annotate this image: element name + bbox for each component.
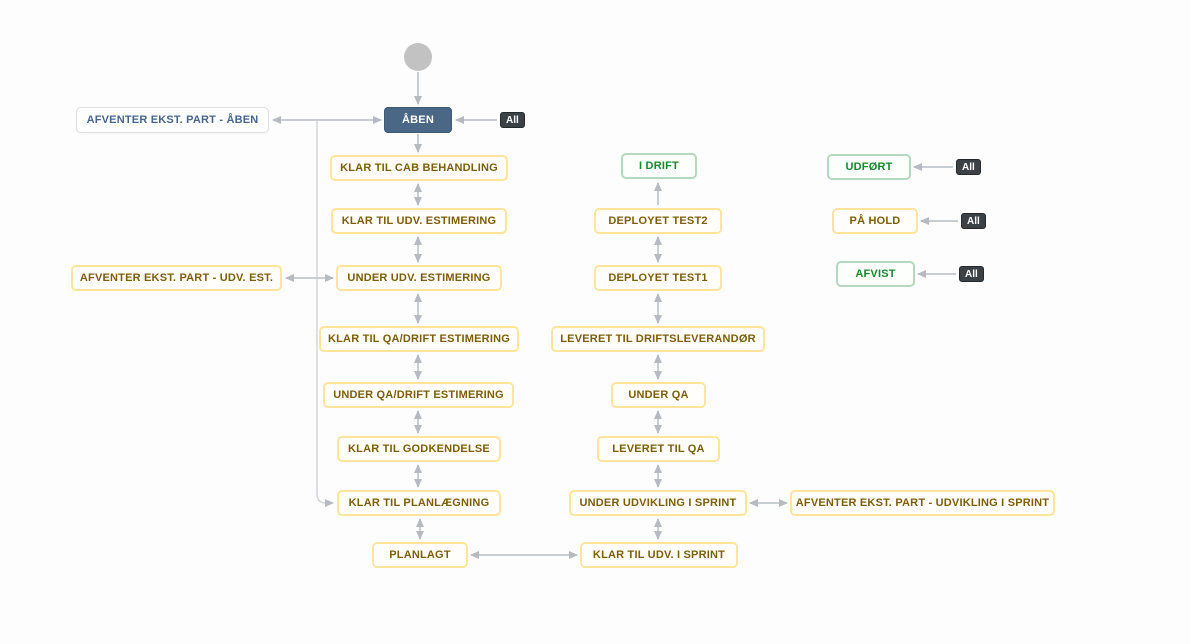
arrow-aaben-to-planlaegning — [316, 121, 334, 507]
status-planlagt[interactable]: PLANLAGT — [372, 542, 468, 568]
status-afventer-ekst-part-udvikling-i-sprint[interactable]: AFVENTER EKST. PART - UDVIKLING I SPRINT — [790, 490, 1055, 516]
all-transition-badge-paahold[interactable]: All — [961, 213, 986, 229]
status-paa-hold[interactable]: PÅ HOLD — [832, 208, 918, 234]
status-under-udvikling-i-sprint[interactable]: UNDER UDVIKLING I SPRINT — [569, 490, 747, 516]
status-klar-til-planlaegning[interactable]: KLAR TIL PLANLÆGNING — [337, 490, 501, 516]
all-transition-badge-aaben[interactable]: All — [500, 112, 525, 128]
start-node[interactable] — [404, 43, 432, 71]
status-klar-til-cab-behandling[interactable]: KLAR TIL CAB BEHANDLING — [330, 155, 508, 181]
status-klar-til-udv-estimering[interactable]: KLAR TIL UDV. ESTIMERING — [331, 208, 507, 234]
status-afventer-ekst-part-udv-est[interactable]: AFVENTER EKST. PART - UDV. EST. — [71, 265, 282, 291]
all-transition-badge-afvist[interactable]: All — [959, 266, 984, 282]
status-afvist[interactable]: AFVIST — [836, 261, 915, 287]
status-klar-til-godkendelse[interactable]: KLAR TIL GODKENDELSE — [337, 436, 501, 462]
status-klar-til-udv-i-sprint[interactable]: KLAR TIL UDV. I SPRINT — [580, 542, 738, 568]
status-under-qa[interactable]: UNDER QA — [611, 382, 706, 408]
status-under-qa-drift-estimering[interactable]: UNDER QA/DRIFT ESTIMERING — [323, 382, 514, 408]
status-i-drift[interactable]: I DRIFT — [621, 153, 697, 179]
status-deployet-test2[interactable]: DEPLOYET TEST2 — [594, 208, 722, 234]
status-afventer-ekst-part-aaben[interactable]: AFVENTER EKST. PART - ÅBEN — [76, 107, 269, 133]
status-deployet-test1[interactable]: DEPLOYET TEST1 — [594, 265, 722, 291]
status-udfoert[interactable]: UDFØRT — [827, 154, 911, 180]
all-transition-badge-udfoert[interactable]: All — [956, 159, 981, 175]
status-under-udv-estimering[interactable]: UNDER UDV. ESTIMERING — [336, 265, 502, 291]
status-aaben[interactable]: ÅBEN — [384, 107, 452, 133]
status-leveret-til-qa[interactable]: LEVERET TIL QA — [597, 436, 720, 462]
status-klar-til-qa-drift-estimering[interactable]: KLAR TIL QA/DRIFT ESTIMERING — [319, 326, 519, 352]
status-leveret-til-driftsleverandoer[interactable]: LEVERET TIL DRIFTSLEVERANDØR — [551, 326, 765, 352]
